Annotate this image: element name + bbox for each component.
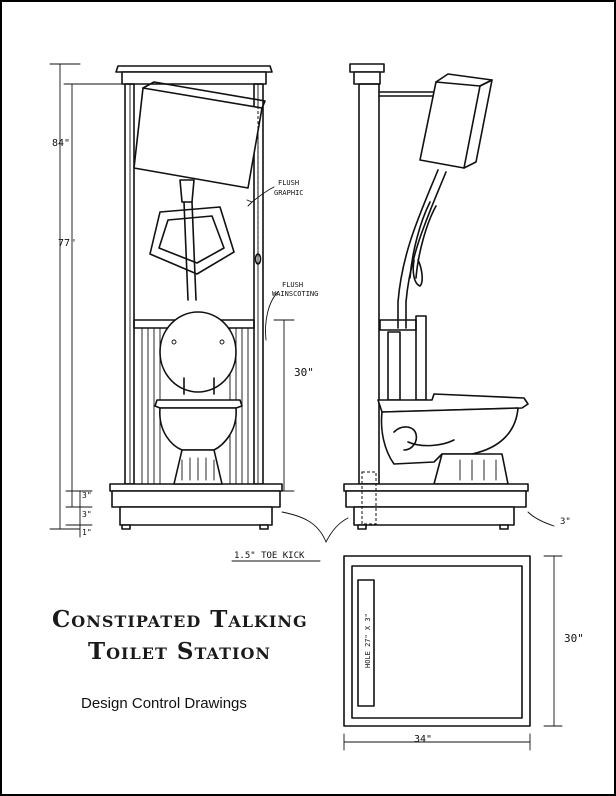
dim-overall-height: 84" (52, 138, 70, 149)
dim-base-mid: 3" (82, 510, 92, 519)
front-cornice (121, 71, 267, 85)
front-flush-pipe (179, 179, 195, 203)
plan-view: HOLE 27" X 3" 30" 34" (343, 555, 584, 751)
side-post-head (353, 71, 381, 85)
drawing-subtitle: Design Control Drawings (81, 695, 247, 712)
dim-frame-height: 77" (58, 238, 76, 249)
flush-graphic-leader (251, 186, 275, 203)
front-foot-right (259, 524, 269, 530)
drawing-title-line2: Toilet Station (88, 638, 272, 665)
plan-outer-frame (343, 555, 531, 727)
front-water-tank (133, 87, 263, 189)
toe-kick-leader (325, 517, 349, 543)
side-toe-kick (353, 506, 515, 526)
front-left-post (124, 83, 135, 485)
plan-cable-hole (357, 579, 375, 707)
side-water-tank (419, 81, 481, 169)
plan-inner-frame (351, 565, 523, 719)
front-toilet-lid (159, 311, 237, 393)
side-post (358, 83, 380, 485)
side-elevation-view: 3" 1.5" TOE KICK (231, 63, 571, 562)
note-flush-wainscoting-line2: WAINSCOTING (272, 290, 318, 298)
side-base-leader (527, 511, 555, 527)
dim-base-bot: 1" (82, 528, 92, 537)
side-post-cap (349, 63, 385, 73)
note-toe-kick: 1.5" TOE KICK (234, 551, 305, 561)
flush-wainscoting-leader (265, 291, 279, 341)
dim-side-base: 3" (560, 517, 571, 527)
front-elevation-view: 84" 77" 30" 3" 3" 1" FLUSH GRAPHIC FLUSH… (49, 63, 318, 538)
side-toilet-pedestal (433, 453, 509, 485)
side-flush-pipe (397, 169, 439, 329)
side-base-cap (343, 483, 529, 492)
front-base-cap (109, 483, 283, 492)
side-wainscot-panel (415, 315, 427, 401)
dim-wainscot-height: 30" (294, 366, 314, 379)
front-toe-kick (119, 506, 273, 526)
drawing-title-line1: Constipated Talking (52, 606, 308, 633)
note-cable-hole: HOLE 27" X 3" (364, 613, 372, 668)
front-flush-graphic (149, 206, 235, 275)
note-flush-graphic-line1: FLUSH (278, 179, 299, 187)
front-toilet-seat (154, 399, 243, 409)
dim-plan-depth: 30" (564, 632, 584, 645)
note-flush-graphic-line2: GRAPHIC (274, 189, 304, 197)
dim-base-top: 3" (82, 491, 92, 500)
dim-plan-width: 34" (414, 734, 432, 745)
front-dimension-lines (49, 63, 295, 538)
side-base (345, 490, 527, 508)
front-foot-left (121, 524, 131, 530)
note-flush-wainscoting-line1: FLUSH (282, 281, 303, 289)
front-cornice-top (115, 65, 273, 73)
front-base (111, 490, 281, 508)
front-toilet-bowl (159, 407, 237, 451)
